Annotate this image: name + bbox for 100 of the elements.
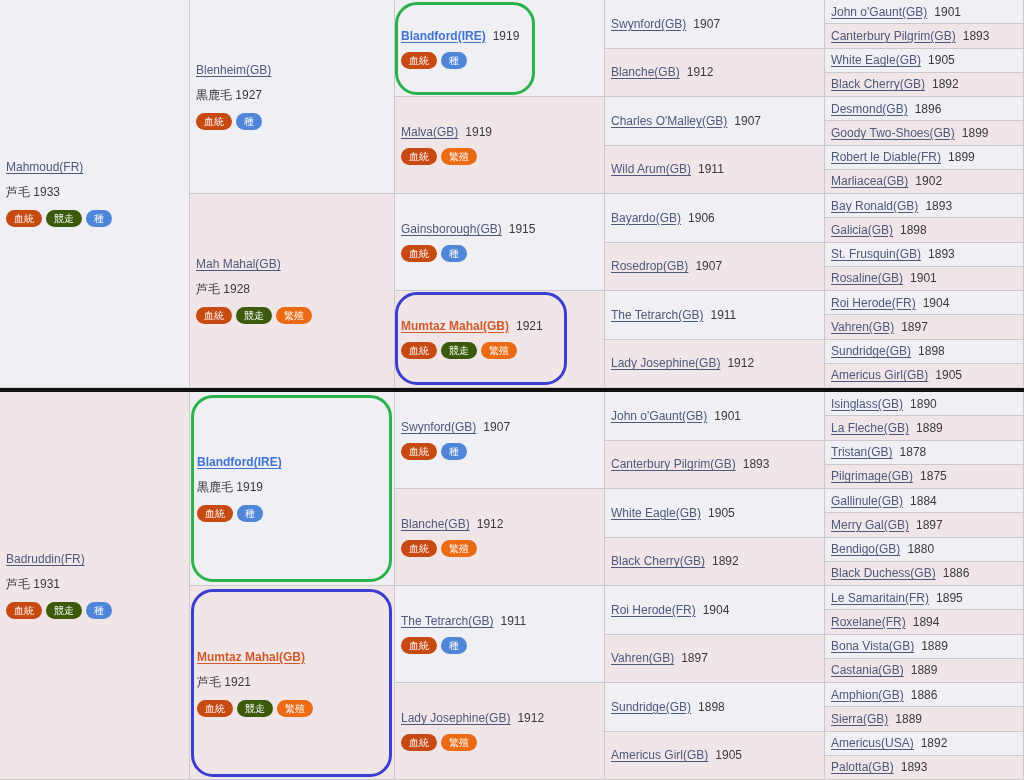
horse-name-link: Sundridge(GB) (831, 344, 912, 359)
pedigree-cell (605, 97, 825, 146)
horse-name-link: Sundridge(GB) (611, 699, 692, 714)
horse-name-link: Black Duchess(GB) (831, 566, 936, 581)
foaling-year: 1905 (935, 368, 963, 383)
category-tag: 血統 (401, 734, 437, 751)
category-tag: 血統 (401, 443, 437, 460)
pedigree-cell (605, 634, 825, 683)
horse-name-link: Swynford(GB) (611, 16, 687, 31)
horse-name-link: Blenheim(GB) (196, 63, 272, 77)
foaling-year: 1893 (900, 760, 928, 775)
foaling-year: 1889 (910, 663, 938, 678)
pedigree-cell (825, 24, 1024, 49)
category-tag: 血統 (6, 210, 42, 227)
horse-name-link: Roxelane(FR) (831, 614, 906, 629)
category-tag: 種 (441, 51, 467, 69)
pedigree-cell (605, 194, 825, 243)
category-tag: 種 (441, 443, 467, 460)
foaling-year: 1893 (925, 198, 953, 213)
horse-name-link: Gallinule(GB) (831, 493, 904, 508)
pedigree-cell (825, 315, 1024, 340)
horse-name-link: Palotta(GB) (831, 760, 894, 775)
category-tag: 血統 (401, 148, 437, 165)
category-tag: 種 (237, 505, 263, 522)
coat-color-year: 芦毛 1921 (197, 673, 252, 691)
horse-name-link: Vahren(GB) (611, 651, 675, 666)
foaling-year: 1889 (895, 711, 923, 726)
horse-name-link: Mah Mahal(GB) (196, 257, 281, 271)
horse-name-link: Vahren(GB) (831, 319, 895, 334)
category-tag: 競走 (441, 341, 477, 359)
category-tag: 種 (86, 602, 112, 619)
foaling-year: 1898 (900, 222, 927, 237)
foaling-year: 1907 (734, 113, 762, 128)
pedigree-cell (825, 363, 1024, 388)
foaling-year: 1911 (698, 162, 724, 177)
category-tag: 血統 (401, 245, 437, 262)
pedigree-cell (825, 561, 1024, 586)
foaling-year: 1889 (916, 420, 943, 435)
foaling-year: 1893 (962, 28, 990, 43)
foaling-year: 1896 (914, 101, 942, 116)
horse-name-link: Blandford(IRE) (401, 28, 486, 43)
category-tag: 競走 (237, 699, 273, 717)
foaling-year: 1911 (710, 307, 737, 322)
pedigree-cell (825, 755, 1024, 780)
coat-color-year: 芦毛 1933 (6, 184, 61, 201)
pedigree-cell (605, 339, 825, 388)
pedigree-cell (190, 194, 395, 388)
foaling-year: 1907 (693, 16, 721, 31)
foaling-year: 1921 (516, 318, 543, 333)
pedigree-cell (395, 97, 605, 194)
pedigree-cell (605, 242, 825, 291)
pedigree-cell (605, 145, 825, 194)
horse-name-link: White Eagle(GB) (831, 53, 922, 68)
pedigree-cell (0, 392, 190, 780)
category-tag: 血統 (6, 602, 42, 619)
category-tag: 血統 (197, 699, 233, 717)
foaling-year: 1898 (698, 699, 725, 714)
horse-name-link: Canterbury Pilgrim(GB) (831, 28, 956, 43)
category-tag: 血統 (401, 637, 437, 654)
pedigree-cell (825, 683, 1024, 708)
foaling-year: 1919 (465, 125, 493, 139)
horse-name-link: Blanche(GB) (611, 65, 680, 80)
foaling-year: 1901 (910, 271, 937, 286)
foaling-year: 1897 (916, 517, 943, 532)
foaling-year: 1892 (712, 554, 739, 569)
pedigree-cell (825, 513, 1024, 538)
foaling-year: 1899 (961, 125, 989, 140)
pedigree-cell (605, 392, 825, 441)
horse-name-link: Mumtaz Mahal(GB) (401, 318, 509, 333)
coat-color-year: 黒鹿毛 1927 (196, 87, 263, 104)
foaling-year: 1892 (920, 736, 948, 751)
foaling-year: 1886 (942, 566, 970, 581)
horse-name-link: St. Frusquin(GB) (831, 247, 922, 262)
foaling-year: 1912 (476, 517, 504, 531)
pedigree-cell (395, 489, 605, 586)
horse-name-link: Mumtaz Mahal(GB) (197, 649, 305, 664)
foaling-year: 1892 (932, 77, 959, 92)
horse-name-link: Galicia(GB) (831, 222, 893, 237)
foaling-year: 1895 (936, 590, 963, 605)
pedigree-cell (605, 586, 825, 635)
horse-name-link: The Tetrarch(GB) (611, 307, 704, 322)
pedigree-cell (825, 291, 1024, 316)
pedigree-cell (825, 0, 1024, 25)
foaling-year: 1893 (742, 457, 770, 472)
horse-name-link: Lady Josephine(GB) (401, 711, 511, 725)
horse-name-link: White Eagle(GB) (611, 505, 702, 520)
pedigree-cell (825, 440, 1024, 465)
pedigree-cell (825, 610, 1024, 635)
pedigree-cell (825, 97, 1024, 122)
coat-color-year: 芦毛 1931 (6, 576, 61, 593)
category-tag: 種 (86, 210, 112, 227)
foaling-year: 1898 (918, 344, 945, 359)
category-tag: 血統 (196, 307, 232, 324)
coat-color-year: 黒鹿毛 1919 (197, 479, 264, 496)
foaling-year: 1904 (702, 602, 730, 617)
pedigree-cell (605, 48, 825, 97)
pedigree-cell (825, 121, 1024, 146)
horse-name-link: Wild Arum(GB) (611, 162, 691, 177)
horse-name-link: Isinglass(GB) (831, 396, 904, 411)
highlight-outline (395, 292, 567, 385)
